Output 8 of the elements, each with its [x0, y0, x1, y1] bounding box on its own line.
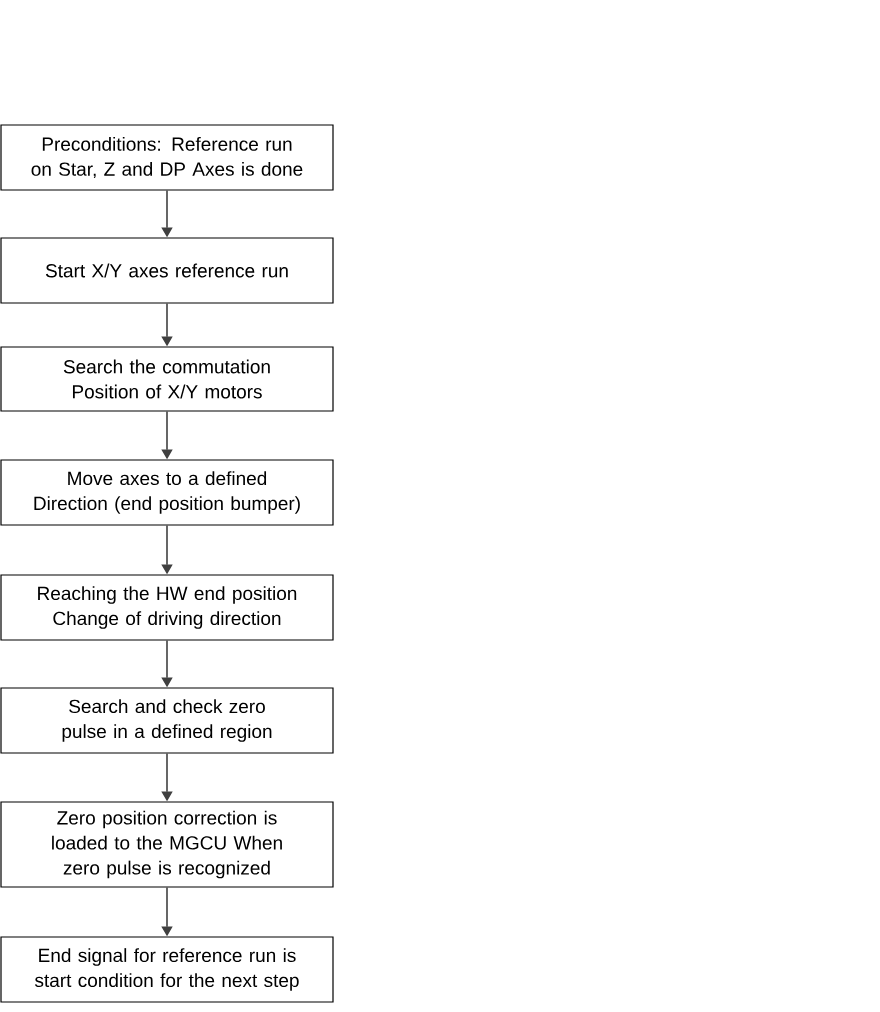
process-box: Search the commutation Position of X/Y motors — [0, 346, 334, 412]
process-box: Move axes to a defined Direction (end position bumper) — [0, 459, 334, 526]
process-box: Search and check zero pulse in a defined region — [0, 687, 334, 754]
process-box: End signal for reference run is start condition for the next step — [0, 936, 334, 1003]
process-box: Zero position correction is loaded to the MGCU When zero pulse is recognized — [0, 801, 334, 888]
process-box: Start X/Y axes reference run — [0, 237, 334, 304]
process-box: Preconditions: Reference run on Star, Z and DP Axes is done — [0, 124, 334, 191]
process-box: Reaching the HW end position Change of driving direction — [0, 574, 334, 641]
